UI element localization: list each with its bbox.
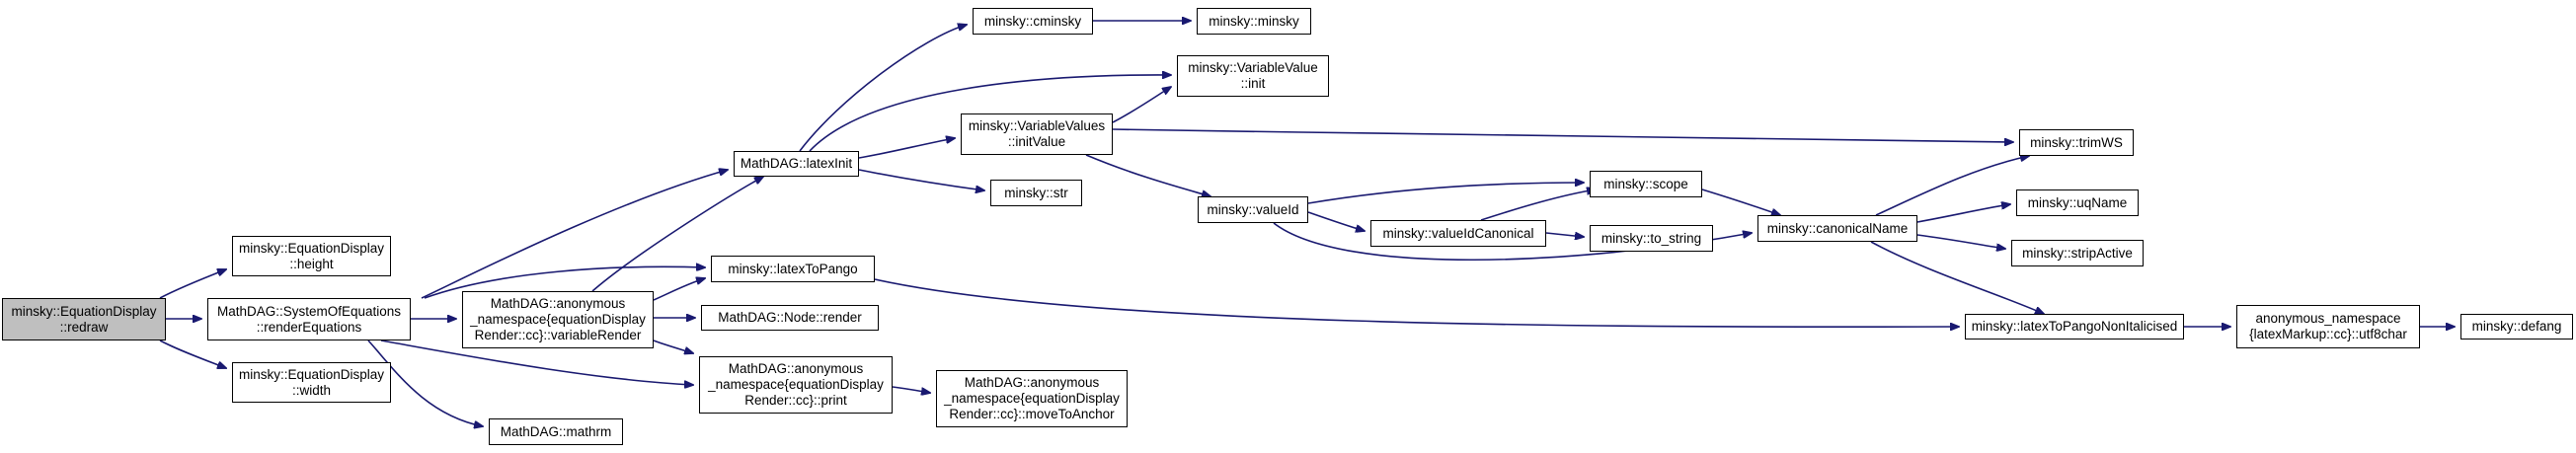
edge-renderEq-to-print [380,340,693,385]
node-label-line: ::init [1240,76,1266,91]
node-label-line: Render::cc}::moveToAnchor [949,407,1115,421]
edge-canonicalName-to-uqName [1916,204,2010,223]
node-label-line: minsky::uqName [2027,194,2128,210]
node-height[interactable]: minsky::EquationDisplay::height [232,236,391,276]
node-label-line: MathDAG::anonymous [964,375,1100,390]
edge-latexInit-to-str [858,169,984,190]
edge-print-to-moveToAnchor [892,386,930,393]
edge-renderEq-to-mathrm [367,340,483,426]
node-label-line: minsky::scope [1603,176,1688,191]
node-label-line: Render::cc}::variableRender [474,328,642,342]
node-str[interactable]: minsky::str [990,180,1082,206]
edge-valueId-to-scope [1307,183,1584,204]
node-renderEq[interactable]: MathDAG::SystemOfEquations::renderEquati… [207,298,411,340]
node-label-line: minsky::valueId [1207,201,1299,217]
node-root[interactable]: minsky::EquationDisplay::redraw [2,298,166,340]
node-label-line: minsky::stripActive [2022,245,2133,261]
edge-varValuesInit-to-trimWS [1112,128,2013,142]
edge-canonicalName-to-trimWS [1875,156,2029,216]
node-defang[interactable]: minsky::defang [2460,314,2573,340]
node-valueIdCanonical[interactable]: minsky::valueIdCanonical [1370,220,1546,247]
node-label-line: anonymous_namespace [2255,311,2401,326]
node-width[interactable]: minsky::EquationDisplay::width [232,362,391,403]
node-label-line: ::redraw [59,319,109,335]
edge-latexInit-to-varValueInit [809,75,1171,152]
node-label-line: MathDAG::Node::render [718,310,862,325]
edge-canonicalName-to-stripActive [1916,234,2005,249]
edge-canonicalName-to-latexNonItal [1870,241,2044,314]
edge-valueId-to-valueIdCanonical [1307,211,1365,231]
node-label-line: minsky::VariableValues [968,118,1106,133]
node-stripActive[interactable]: minsky::stripActive [2011,240,2144,266]
edge-varValuesInit-to-valueId [1085,154,1210,196]
node-label-line: minsky::trimWS [2030,134,2123,150]
node-valueId[interactable]: minsky::valueId [1198,196,1308,223]
node-varRender[interactable]: MathDAG::anonymous_namespace{equationDis… [462,291,654,348]
node-label-line: minsky::EquationDisplay [11,303,157,319]
node-latexInit[interactable]: MathDAG::latexInit [734,151,859,177]
node-label-line: minsky::VariableValue [1188,60,1318,75]
node-utf8char[interactable]: anonymous_namespace{latexMarkup::cc}::ut… [2236,305,2420,348]
edge-scope-to-canonicalName [1701,189,1780,215]
node-label-line: ::renderEquations [256,319,362,335]
node-scope[interactable]: minsky::scope [1590,171,1702,197]
edge-root-to-width [159,340,226,368]
node-nodeRender[interactable]: MathDAG::Node::render [701,305,879,331]
node-cminsky[interactable]: minsky::cminsky [973,8,1093,35]
edge-renderEq-to-latexInit [421,170,728,299]
node-label-line: minsky::minsky [1209,13,1299,29]
edge-varValuesInit-to-varValueInit [1112,87,1171,123]
node-moveToAnchor[interactable]: MathDAG::anonymous_namespace{equationDis… [936,370,1128,427]
node-latexNonItal[interactable]: minsky::latexToPangoNonItalicised [1965,314,2184,340]
edge-valueIdCanonical-to-scope [1480,189,1596,221]
node-label-line: ::initValue [1007,134,1066,149]
node-label-line: _namespace{equationDisplay [470,312,646,327]
node-label-line: MathDAG::SystemOfEquations [216,303,402,319]
node-toString[interactable]: minsky::to_string [1590,225,1713,252]
node-latexToPango[interactable]: minsky::latexToPango [711,256,875,282]
node-label-line: minsky::canonicalName [1766,220,1909,236]
edge-latexInit-to-varValuesInit [858,138,955,159]
node-varValuesInit[interactable]: minsky::VariableValues::initValue [961,113,1113,155]
node-label-line: ::width [291,382,332,398]
node-label-line: minsky::EquationDisplay [238,366,385,382]
node-label-line: minsky::str [1004,185,1068,200]
node-label-line: minsky::latexToPango [728,261,858,276]
edge-valueIdCanonical-to-toString [1545,233,1584,237]
node-minsky[interactable]: minsky::minsky [1197,8,1311,35]
node-label-line: minsky::EquationDisplay [238,240,385,256]
edge-renderEq-to-latexToPango [424,266,705,299]
edge-latexToPango-to-latexNonItal [874,278,1959,327]
node-varValueInit[interactable]: minsky::VariableValue::init [1177,55,1329,97]
edge-varRender-to-latexInit [591,177,763,292]
node-label-line: Render::cc}::print [744,393,847,408]
node-print[interactable]: MathDAG::anonymous_namespace{equationDis… [699,356,893,414]
node-mathrm[interactable]: MathDAG::mathrm [489,418,623,445]
node-label-line: {latexMarkup::cc}::utf8char [2249,327,2407,341]
node-label-line: MathDAG::anonymous [490,296,626,311]
node-trimWS[interactable]: minsky::trimWS [2019,129,2134,156]
edge-varRender-to-print [653,340,693,353]
edge-varRender-to-latexToPango [653,278,705,301]
node-label-line: MathDAG::mathrm [500,423,612,439]
node-label-line: minsky::valueIdCanonical [1382,225,1534,241]
node-label-line: ::height [289,256,334,271]
node-label-line: _namespace{equationDisplay [944,391,1120,406]
edge-latexInit-to-cminsky [799,25,967,152]
node-label-line: MathDAG::latexInit [740,156,853,171]
node-label-line: minsky::cminsky [983,13,1082,29]
node-label-line: MathDAG::anonymous [728,361,864,376]
node-label-line: minsky::defang [2471,319,2562,334]
node-label-line: minsky::latexToPangoNonItalicised [1971,319,2178,334]
node-canonicalName[interactable]: minsky::canonicalName [1757,215,1917,242]
node-uqName[interactable]: minsky::uqName [2016,189,2139,216]
node-label-line: _namespace{equationDisplay [708,377,884,392]
node-label-line: minsky::to_string [1600,230,1702,246]
edge-root-to-height [159,269,226,299]
